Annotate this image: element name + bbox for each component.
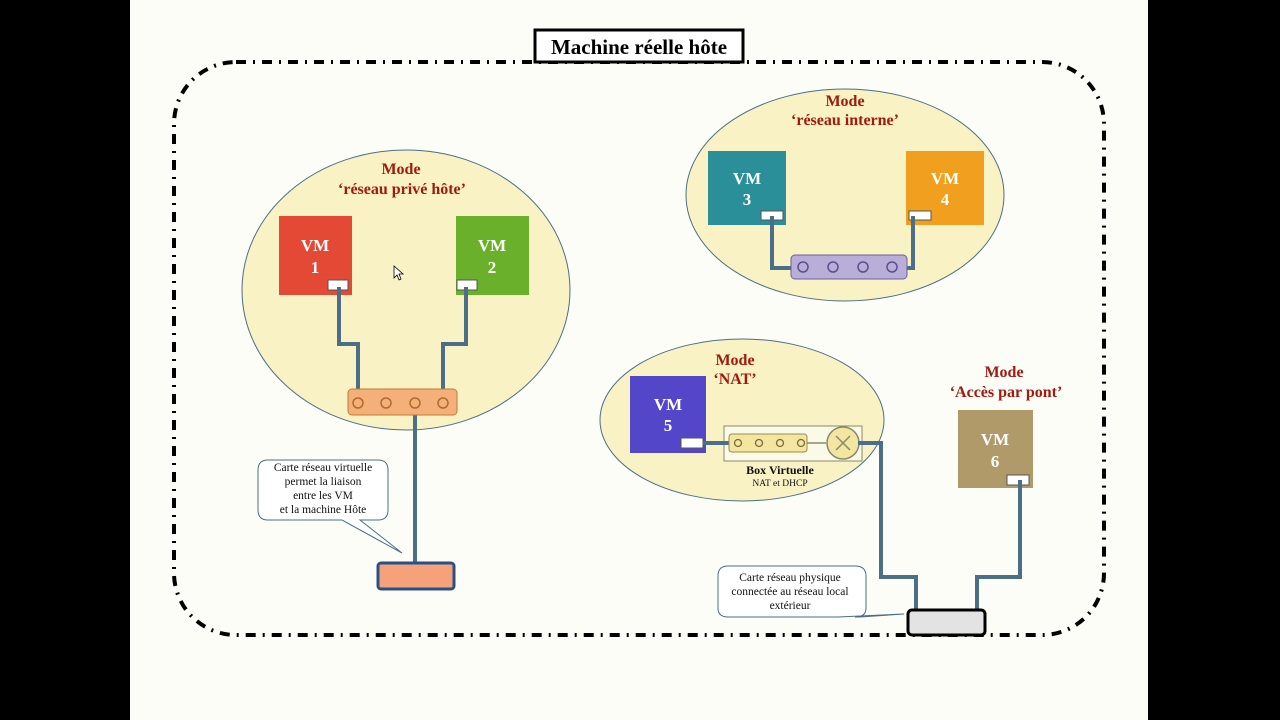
zone-host-only-mode: Mode	[381, 161, 420, 178]
vm5-number: 5	[664, 416, 673, 435]
zone-internal-name: ‘réseau interne’	[791, 112, 899, 129]
vm6-label: VM	[981, 430, 1009, 449]
host-only-cables	[337, 287, 468, 563]
vm1-label: VM	[301, 236, 329, 255]
vm5-nic	[680, 437, 704, 449]
zone-nat-mode: Mode	[715, 352, 754, 369]
zone-bridge-mode: Mode	[984, 364, 1023, 381]
physical-network-card	[906, 608, 987, 637]
zone-internal-mode: Mode	[825, 93, 864, 110]
virtual-box-subtitle: NAT et DHCP	[752, 479, 807, 489]
zone-internal	[685, 88, 1005, 302]
vm2-number: 2	[488, 258, 497, 277]
physical-card-text-2: connectée au réseau local	[731, 586, 848, 598]
zone-nat-name: ‘NAT’	[713, 371, 756, 388]
virtual-card-text-3: entre les VM	[293, 490, 353, 502]
vm1-number: 1	[311, 258, 320, 277]
vm5-label: VM	[654, 395, 682, 414]
virtual-card-text-4: et la machine Hôte	[280, 504, 367, 516]
network-modes-diagram: Machine réelle hôte Mode ‘réseau privé h…	[172, 28, 1106, 637]
zone-host-only-name: ‘réseau privé hôte’	[338, 181, 466, 198]
virtual-card-text-1: Carte réseau virtuelle	[274, 462, 372, 474]
router-icon	[826, 426, 860, 460]
nat-switch-ports	[733, 438, 806, 448]
internal-switch	[790, 254, 908, 280]
host-machine-boundary	[172, 60, 1106, 637]
virtual-card-text-2: permet la liaison	[285, 476, 362, 488]
physical-cables	[858, 441, 1022, 612]
vm3-label: VM	[733, 169, 761, 188]
mouse-cursor-icon	[393, 265, 405, 281]
host-only-switch-ports	[352, 397, 449, 409]
virtual-box-title: Box Virtuelle	[746, 463, 814, 477]
physical-card-text-1: Carte réseau physique	[739, 572, 841, 584]
zone-bridge-name: ‘Accès par pont’	[950, 384, 1063, 401]
host-only-switch	[347, 388, 458, 416]
vm4-label: VM	[931, 169, 959, 188]
internal-switch-ports	[797, 261, 898, 273]
physical-card-text-3: extérieur	[770, 600, 811, 612]
vm4-nic	[908, 210, 932, 221]
title: Machine réelle hôte	[551, 35, 727, 59]
physical-card-callout	[717, 565, 905, 618]
vm6-number: 6	[991, 452, 1000, 471]
vm4-number: 4	[941, 190, 950, 209]
slide: Machine réelle hôte Mode ‘réseau privé h…	[130, 0, 1148, 720]
virtual-network-card	[376, 561, 456, 591]
virtual-card-callout	[257, 459, 403, 554]
title-box	[533, 28, 745, 64]
vm2-label: VM	[478, 236, 506, 255]
vm3-number: 3	[743, 190, 752, 209]
